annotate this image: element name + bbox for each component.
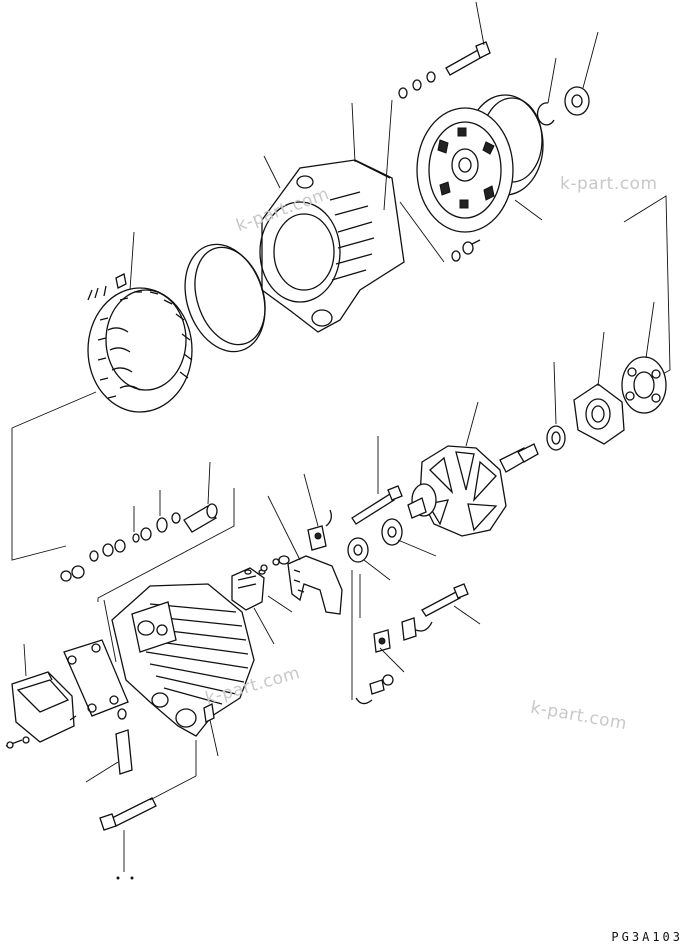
front-bearing xyxy=(621,301,667,414)
bottom-marks xyxy=(116,876,134,880)
bolt-sleeve xyxy=(85,708,133,783)
terminal-nuts xyxy=(60,539,126,582)
stator xyxy=(87,231,193,413)
drawing-code: PG3A103 xyxy=(611,930,683,944)
bearing-retainer xyxy=(573,331,625,445)
small-bolt-washer-mid xyxy=(451,239,481,262)
rear-housing xyxy=(111,583,255,757)
brush-holder-screws xyxy=(260,558,280,572)
brush-cover xyxy=(267,495,343,615)
pulley-fan xyxy=(416,94,544,233)
lower-leader-set xyxy=(351,570,361,700)
rotor xyxy=(407,401,539,537)
watermark-1: k-part.com xyxy=(560,174,658,194)
terminal-washers xyxy=(132,490,181,543)
snap-ring xyxy=(536,57,557,126)
terminal-clip xyxy=(303,473,332,551)
through-bolt-mid xyxy=(351,436,403,525)
brush-holder xyxy=(231,567,293,645)
bottom-through-bolt xyxy=(99,740,197,872)
small-clip-lower xyxy=(373,617,433,673)
regulator-screw xyxy=(5,736,30,749)
regulator xyxy=(11,643,77,743)
seal-ring-small xyxy=(347,537,391,581)
regulator-gasket xyxy=(63,639,129,717)
leader-stator-left xyxy=(11,391,97,561)
screw-lower xyxy=(355,674,394,705)
o-ring-seal xyxy=(184,243,266,353)
small-washers-top xyxy=(398,71,436,99)
terminal-insulator xyxy=(183,461,218,533)
leader-left-nuts xyxy=(97,488,235,602)
front-housing xyxy=(259,99,445,333)
rear-bearing-rotor xyxy=(381,518,437,557)
spacer-collar xyxy=(546,361,566,451)
leader-housing-left xyxy=(103,599,117,663)
through-bolt-top xyxy=(445,1,491,76)
pulley-nut xyxy=(564,31,599,116)
bolt-lower-right xyxy=(421,583,481,625)
